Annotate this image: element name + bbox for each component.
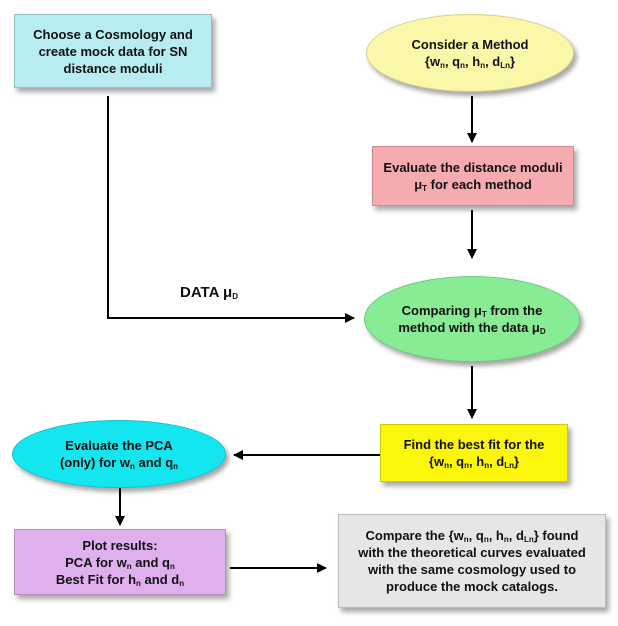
- node-pca: Evaluate the PCA (only) for wn and qn: [12, 420, 226, 488]
- node-line: produce the mock catalogs.: [386, 579, 558, 594]
- node-line: Evaluate the PCA: [65, 438, 173, 453]
- node-method: Consider a Method {wn, qn, hn, dLn}: [366, 14, 574, 92]
- node-pca-text: Evaluate the PCA (only) for wn and qn: [60, 437, 178, 471]
- node-line: PCA for wn and qn: [65, 554, 175, 571]
- node-evaluate-moduli-text: Evaluate the distance moduli μT for each …: [383, 159, 562, 193]
- node-line: Compare the {wn, qn, hn, dLn} found: [365, 528, 579, 544]
- node-best-fit-text: Find the best fit for the {wn, qn, hn, dL…: [404, 436, 545, 470]
- node-line: with the theoretical curves evaluated: [358, 545, 586, 560]
- node-line: μT for each method: [414, 177, 532, 193]
- node-line: distance moduli: [63, 60, 163, 76]
- node-line: {wn, qn, hn, dLn}: [428, 454, 520, 470]
- node-line: Consider a Method: [411, 37, 529, 52]
- node-line: Best Fit for hn and dn: [55, 571, 185, 588]
- node-method-text: Consider a Method {wn, qn, hn, dLn}: [411, 36, 528, 70]
- node-evaluate-moduli: Evaluate the distance moduli μT for each …: [372, 146, 574, 206]
- edge-label-data: DATA μD: [180, 284, 239, 301]
- node-line: Choose a Cosmology and: [33, 26, 193, 42]
- node-line: (only) for wn and qn: [59, 455, 179, 471]
- node-best-fit: Find the best fit for the {wn, qn, hn, dL…: [380, 424, 568, 482]
- node-line: Find the best fit for the: [403, 437, 545, 452]
- node-line: Evaluate the distance moduli: [383, 160, 563, 175]
- node-line: create mock data for SN: [38, 43, 188, 59]
- node-line: with the same cosmology used to: [367, 562, 577, 577]
- arrow-data-to-comparing: [107, 96, 355, 323]
- node-line: Plot results:: [82, 537, 158, 553]
- node-line: Comparing μT from the: [401, 303, 543, 319]
- node-line: method with the data μD: [398, 320, 546, 336]
- node-line: {wn, qn, hn, dLn}: [424, 54, 516, 70]
